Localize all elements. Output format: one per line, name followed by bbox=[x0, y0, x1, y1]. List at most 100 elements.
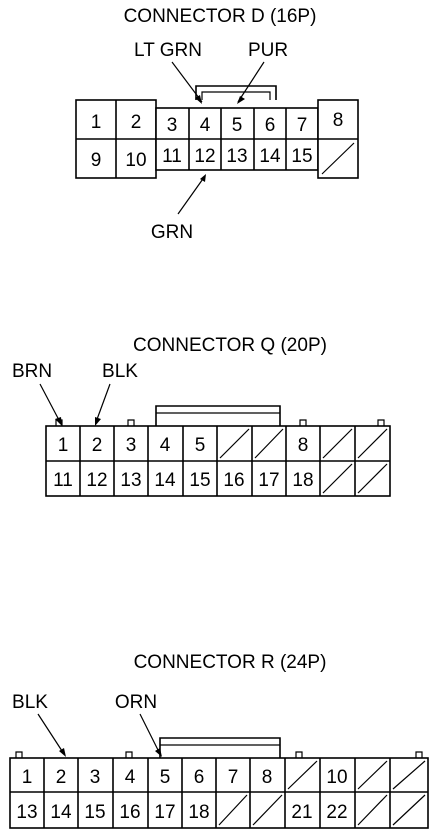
connector-d-pin: 9 bbox=[91, 150, 102, 171]
connector-d-leader-lt-grn bbox=[171, 61, 203, 103]
connector-r-pin: 6 bbox=[194, 767, 205, 788]
connector-q-pin: 1 bbox=[58, 435, 69, 456]
connector-r-blank-cavity bbox=[392, 760, 426, 790]
connector-r-tab bbox=[125, 751, 133, 758]
connector-q-pin: 16 bbox=[223, 470, 244, 491]
connector-q-arrow-icon bbox=[55, 417, 62, 426]
connector-q-wire-brn: BRN bbox=[12, 361, 52, 382]
connector-r-pin: 7 bbox=[228, 767, 239, 788]
connector-q-pin: 18 bbox=[292, 470, 313, 491]
connector-r-blank-cavity bbox=[287, 760, 318, 790]
connector-r-blank-cavity bbox=[252, 794, 283, 826]
connector-d-lock-tab bbox=[195, 85, 277, 100]
connector-q-blank-cavity bbox=[357, 428, 388, 459]
connector-d-pin: 11 bbox=[162, 146, 182, 167]
connector-r-pin: 17 bbox=[154, 802, 175, 823]
connector-q-tab bbox=[299, 419, 307, 426]
connector-q-blank-cavity bbox=[219, 428, 250, 459]
connector-r-tab bbox=[415, 751, 423, 758]
connector-q-blank-cavity bbox=[254, 428, 284, 459]
connector-r-pin: 16 bbox=[119, 802, 140, 823]
connector-r-blank-cavity bbox=[357, 760, 388, 790]
connector-q-blank-cavity bbox=[322, 428, 353, 459]
connector-r-pin: 4 bbox=[125, 767, 136, 788]
connector-d-blank-cavity bbox=[321, 142, 355, 175]
connector-r-wire-orn: ORN bbox=[115, 692, 157, 713]
connector-q-blank-cavity bbox=[357, 463, 388, 494]
connector-q-blank-cavity bbox=[322, 463, 353, 494]
connector-d-arrow-icon bbox=[237, 96, 245, 104]
connector-q-pin: 17 bbox=[258, 470, 279, 491]
connector-q-pin: 13 bbox=[120, 470, 141, 491]
connector-d-wire-pur: PUR bbox=[248, 40, 288, 61]
connector-q-pin: 11 bbox=[53, 470, 73, 491]
connector-q-pin: 5 bbox=[195, 435, 206, 456]
connector-d-pin: 3 bbox=[167, 115, 178, 136]
connector-d-leader-grn bbox=[177, 175, 206, 215]
connector-r-pin: 5 bbox=[160, 767, 171, 788]
connector-q-leader-brn bbox=[39, 383, 61, 423]
connector-q-tab bbox=[127, 419, 135, 426]
connector-r-housing bbox=[9, 757, 429, 829]
connector-d-pin: 8 bbox=[333, 110, 344, 131]
connector-d-leader-pur bbox=[237, 61, 265, 103]
connector-q-pin: 4 bbox=[160, 435, 171, 456]
connector-d-pin: 13 bbox=[226, 146, 247, 167]
connector-r-blank-cavity bbox=[218, 794, 248, 826]
connector-d-pin: 5 bbox=[232, 115, 243, 136]
connector-r-blank-cavity bbox=[357, 794, 388, 826]
connector-d-pin: 4 bbox=[200, 115, 211, 136]
connector-r-tab bbox=[15, 751, 23, 758]
connector-q-pin: 15 bbox=[189, 470, 210, 491]
connector-r-arrow-icon bbox=[155, 748, 162, 757]
connector-r-title: CONNECTOR R (24P) bbox=[134, 652, 327, 673]
connector-q-tab bbox=[377, 419, 385, 426]
connector-q-pin: 14 bbox=[154, 470, 176, 491]
connector-r-arrow-icon bbox=[59, 748, 66, 757]
connector-r-pin: 10 bbox=[326, 767, 347, 788]
connector-r-lock-tab bbox=[159, 737, 281, 758]
connector-r-blank-cavity bbox=[392, 794, 426, 826]
connector-q-title: CONNECTOR Q (20P) bbox=[133, 335, 327, 356]
connector-r-leader-orn bbox=[139, 713, 161, 755]
connector-r-pin: 21 bbox=[291, 802, 312, 823]
connector-d-title: CONNECTOR D (16P) bbox=[124, 6, 317, 27]
connector-q-leader-blk bbox=[95, 383, 111, 423]
connector-d-pin: 2 bbox=[131, 112, 142, 133]
connector-q-wire-blk: BLK bbox=[102, 361, 138, 382]
connector-q-pin: 2 bbox=[92, 435, 103, 456]
connector-r-pin: 1 bbox=[22, 767, 33, 788]
connector-d-pin: 1 bbox=[91, 112, 102, 133]
connector-q: CONNECTOR Q (20P) BRN BLK 1 2 3 bbox=[12, 335, 391, 497]
connector-r-pin: 15 bbox=[84, 802, 105, 823]
connector-r-pin: 14 bbox=[50, 802, 72, 823]
connector-r-pin: 2 bbox=[56, 767, 67, 788]
connector-q-pin: 3 bbox=[126, 435, 137, 456]
connector-d-arrow-icon bbox=[195, 95, 202, 104]
connector-d-wire-lt-grn: LT GRN bbox=[134, 40, 202, 61]
connector-r-tab bbox=[295, 751, 303, 758]
connector-d-pin: 15 bbox=[291, 146, 312, 167]
connector-r-wire-blk: BLK bbox=[12, 692, 48, 713]
connector-d-pin: 12 bbox=[194, 146, 215, 167]
connector-d-lock-tab-inner bbox=[201, 91, 271, 100]
connector-r-pin: 13 bbox=[16, 802, 37, 823]
connector-q-arrow-icon bbox=[95, 417, 101, 426]
connector-q-pin: 8 bbox=[298, 435, 309, 456]
connector-r-leader-blk bbox=[37, 713, 65, 755]
connector-d-pin: 14 bbox=[259, 146, 281, 167]
connector-d-pin: 10 bbox=[125, 150, 146, 171]
connector-r-pin: 3 bbox=[90, 767, 101, 788]
connector-r-pin: 8 bbox=[262, 767, 273, 788]
connector-r: CONNECTOR R (24P) BLK ORN 1 2 bbox=[9, 652, 429, 829]
connector-r-pin: 22 bbox=[326, 802, 347, 823]
connector-d: CONNECTOR D (16P) LT GRN PUR GRN 1 2 3 4… bbox=[75, 6, 359, 243]
connector-d-pin: 6 bbox=[265, 115, 276, 136]
connector-d-arrow-icon bbox=[200, 174, 206, 182]
connector-q-pin: 12 bbox=[86, 470, 107, 491]
connector-d-wire-grn: GRN bbox=[151, 222, 193, 243]
connector-r-pin: 18 bbox=[188, 802, 209, 823]
connector-q-lock-tab bbox=[155, 405, 281, 426]
